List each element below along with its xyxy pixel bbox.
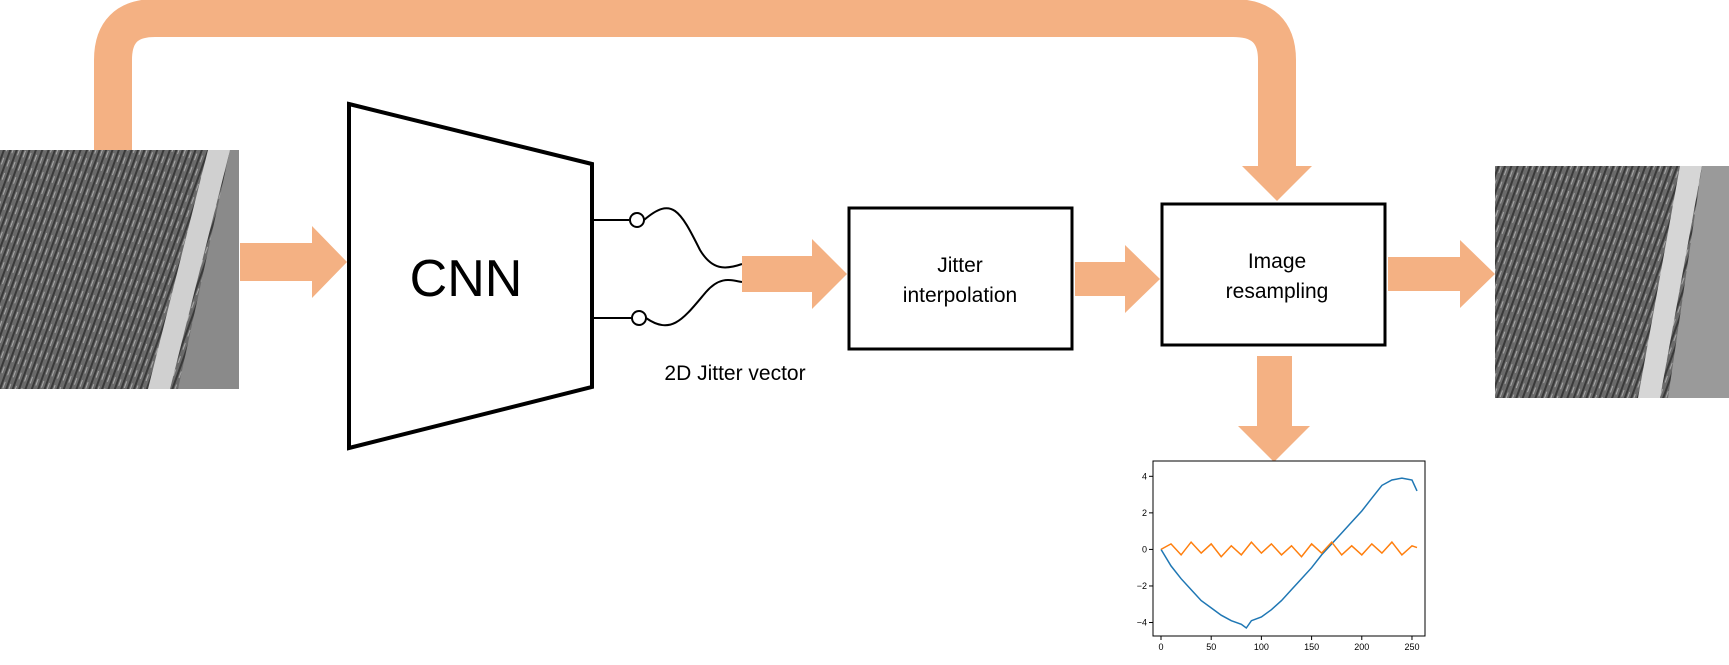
arrow-vector-to-jitter: [742, 239, 847, 309]
jitter-box-line1: Jitter: [937, 254, 983, 277]
arrow-resampling-to-plot: [1238, 356, 1310, 462]
arrow-input-to-cnn: [240, 226, 347, 298]
cnn-label: CNN: [410, 250, 523, 308]
jitter-interpolation-box: [847, 206, 1074, 351]
arrow-resampling-to-output: [1388, 240, 1495, 308]
arrow-jitter-to-resampling: [1075, 245, 1160, 313]
y-tick-label: 0: [1142, 544, 1147, 554]
x-tick-label: 0: [1158, 642, 1163, 652]
skip-connection-arrow: [94, 0, 1296, 168]
series-line-2: [1160, 540, 1418, 558]
x-tick-label: 100: [1254, 642, 1269, 652]
y-tick-label: −2: [1137, 581, 1147, 591]
output-image: [1495, 166, 1729, 398]
x-tick-label: 200: [1354, 642, 1369, 652]
jitter-box-line2: interpolation: [903, 284, 1017, 307]
output-node-1: [629, 212, 645, 228]
y-tick-label: 2: [1142, 508, 1147, 518]
jitter-vector-label: 2D Jitter vector: [664, 362, 805, 385]
y-tick-label: 4: [1142, 471, 1147, 481]
y-tick-label: −4: [1137, 618, 1147, 628]
image-resampling-box: [1160, 202, 1387, 347]
output-node-2: [631, 310, 647, 326]
input-image: [0, 150, 239, 389]
x-tick-label: 50: [1206, 642, 1216, 652]
resampling-box-line2: resampling: [1226, 280, 1329, 303]
resampling-box-line1: Image: [1248, 250, 1306, 273]
cnn-block: [347, 101, 594, 451]
x-tick-label: 150: [1304, 642, 1319, 652]
x-tick-label: 250: [1404, 642, 1419, 652]
skip-connection-arrowhead: [1242, 166, 1312, 201]
jitter-vector-wires: [592, 207, 743, 327]
series-line-1: [1160, 477, 1418, 630]
jitter-plot: 0 50 100 150 200 250 −4 −2 0 2 4: [1137, 460, 1426, 652]
